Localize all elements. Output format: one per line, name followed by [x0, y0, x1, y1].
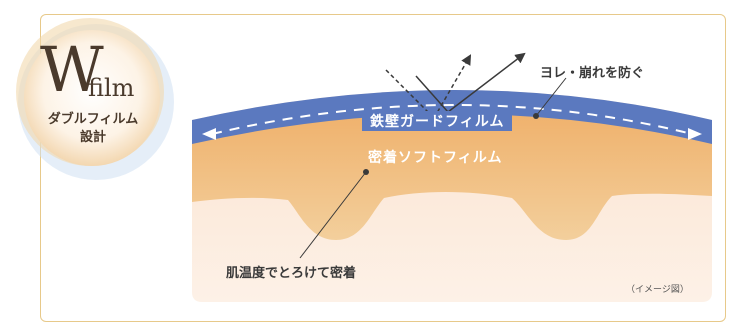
incoming-dashed-ray — [385, 69, 435, 119]
prevent-leader-dot — [533, 113, 539, 119]
soft-film-label: 密着ソフトフィルム — [368, 150, 503, 166]
guard-arrow-left — [202, 128, 216, 140]
guard-arrow-right — [688, 128, 702, 140]
badge-logo-word: film — [88, 74, 135, 102]
reflected-dashed-ray — [433, 54, 472, 119]
badge-subtitle-line1: ダブルフィルム — [47, 112, 139, 127]
diagram-frame — [40, 14, 726, 322]
incoming-solid-ray — [415, 75, 449, 113]
badge-subtitle-line2: 設計 — [79, 130, 106, 145]
image-note-label: （イメージ図） — [626, 285, 689, 295]
guard-film-label: 鉄壁ガードフィルム — [362, 111, 513, 131]
badge-core — [24, 30, 160, 166]
soft-film-layer — [192, 106, 712, 240]
guard-film-band — [192, 90, 712, 144]
prevent-leader — [535, 77, 567, 117]
badge-logo-letter: W — [40, 33, 104, 106]
melt-leader-dot — [363, 169, 369, 175]
reflected-solid-ray — [447, 52, 526, 113]
prevent-label: ヨレ・崩れを防ぐ — [540, 66, 645, 81]
badge-circles — [16, 18, 174, 180]
melt-label: 肌温度でとろけて密着 — [226, 266, 357, 281]
melt-leader — [299, 171, 367, 259]
guard-film-dash — [211, 104, 693, 135]
